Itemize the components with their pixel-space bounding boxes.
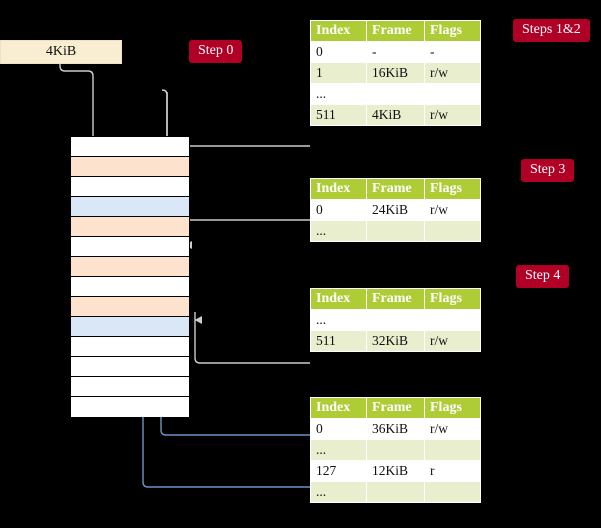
table-row: 0-- (310, 41, 481, 63)
cell-index: ... (310, 83, 367, 105)
cell-index: 1 (310, 62, 367, 84)
cell-flags: r/w (424, 199, 481, 221)
cell-frame: 32KiB (366, 330, 425, 352)
physical-memory-column (70, 136, 190, 417)
table-row: ... (310, 481, 481, 503)
column-header-index: Index (310, 397, 367, 419)
cell-flags: r (424, 460, 481, 482)
memory-frame-row (71, 157, 189, 177)
cell-flags: r/w (424, 418, 481, 440)
cell-flags (424, 309, 481, 331)
memory-frame-row (71, 397, 189, 417)
cell-frame (366, 220, 425, 242)
cell-frame (366, 309, 425, 331)
cell-index: ... (310, 309, 367, 331)
column-header-index: Index (310, 288, 367, 310)
memory-frame-row (71, 357, 189, 377)
cell-index: 511 (310, 104, 367, 126)
table-row: ... (310, 309, 481, 331)
memory-frame-row (71, 317, 189, 337)
table-row: ... (310, 439, 481, 461)
cell-frame: 4KiB (366, 104, 425, 126)
column-header-frame: Frame (366, 288, 425, 310)
memory-frame-row (71, 297, 189, 317)
cell-frame: 24KiB (366, 199, 425, 221)
cell-flags: r/w (424, 62, 481, 84)
cell-frame: 36KiB (366, 418, 425, 440)
memory-frame-row (71, 197, 189, 217)
cell-index: ... (310, 439, 367, 461)
cell-frame: 12KiB (366, 460, 425, 482)
cell-frame (366, 481, 425, 503)
column-header-flags: Flags (424, 178, 481, 200)
cell-flags (424, 481, 481, 503)
cell-index: 511 (310, 330, 367, 352)
memory-frame-row (71, 257, 189, 277)
source-block-label: 4KiB (45, 44, 77, 59)
cell-index: 0 (310, 41, 367, 63)
column-header-flags: Flags (424, 20, 481, 42)
cell-flags: - (424, 41, 481, 63)
step-badge-steps12: Steps 1&2 (513, 19, 590, 42)
cell-flags: r/w (424, 330, 481, 352)
cell-flags: r/w (424, 104, 481, 126)
cell-flags (424, 220, 481, 242)
memory-frame-row (71, 337, 189, 357)
table-row: ... (310, 83, 481, 105)
column-header-index: Index (310, 178, 367, 200)
cell-index: ... (310, 481, 367, 503)
step-badge-step0: Step 0 (189, 40, 243, 63)
cell-index: 0 (310, 199, 367, 221)
cell-flags (424, 83, 481, 105)
memory-frame-row (71, 217, 189, 237)
memory-frame-row (71, 377, 189, 397)
memory-frame-row (71, 177, 189, 197)
column-header-flags: Flags (424, 288, 481, 310)
step-badge-step3: Step 3 (521, 159, 575, 182)
column-header-frame: Frame (366, 397, 425, 419)
cell-frame (366, 83, 425, 105)
memory-frame-row (71, 137, 189, 157)
step-badge-step4: Step 4 (516, 265, 570, 288)
column-header-frame: Frame (366, 178, 425, 200)
cell-frame: - (366, 41, 425, 63)
memory-frame-row (71, 237, 189, 257)
source-block-4kib: 4KiB (0, 40, 122, 64)
cell-flags (424, 439, 481, 461)
cell-index: 127 (310, 460, 367, 482)
column-header-index: Index (310, 20, 367, 42)
cell-index: 0 (310, 418, 367, 440)
memory-frame-row (71, 277, 189, 297)
cell-frame: 16KiB (366, 62, 425, 84)
column-header-flags: Flags (424, 397, 481, 419)
table-row: ... (310, 220, 481, 242)
cell-frame (366, 439, 425, 461)
column-header-frame: Frame (366, 20, 425, 42)
cell-index: ... (310, 220, 367, 242)
